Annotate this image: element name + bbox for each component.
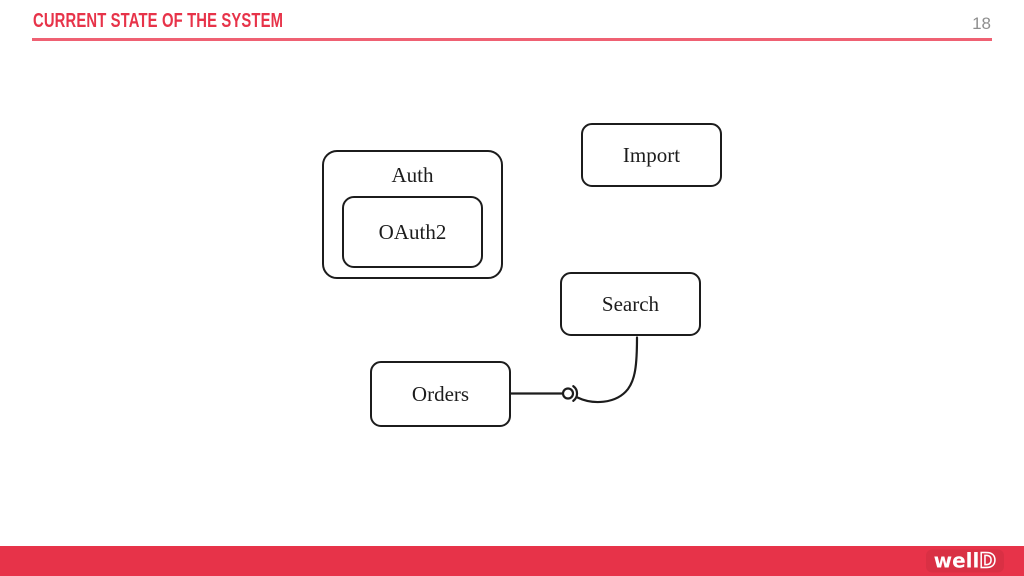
slide-title: CURRENT STATE OF THE SYSTEM [33,10,284,32]
node-search: Search [560,272,701,336]
connector-curve-search [576,336,639,404]
node-import: Import [581,123,722,187]
node-search-label: Search [601,291,660,316]
welld-logo-text: well [933,548,980,573]
node-orders-label: Orders [411,381,470,406]
node-oauth2: OAuth2 [342,196,483,268]
welld-logo-d: D [979,548,997,573]
node-oauth2-label: OAuth2 [378,219,447,244]
welld-logo: wellD [925,548,1004,573]
node-auth-label: Auth [391,163,434,187]
page-number: 18 [972,14,991,33]
ball-interface-icon [561,387,575,400]
node-orders: Orders [370,361,511,427]
footer-bar: wellD [0,546,1024,576]
socket-interface-icon [572,385,579,402]
title-underline [32,38,992,41]
node-import-label: Import [622,142,681,167]
